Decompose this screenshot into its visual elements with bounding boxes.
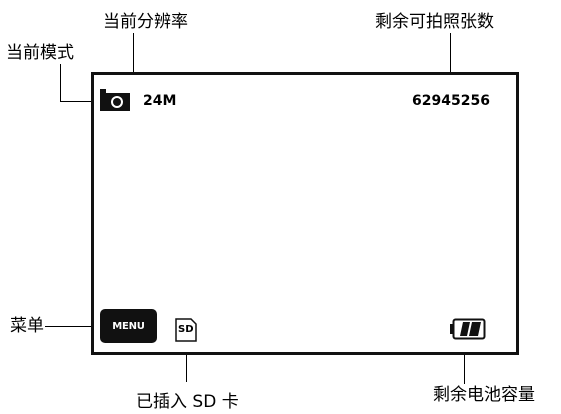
leader-line-menu: [45, 326, 100, 327]
menu-button[interactable]: MENU: [100, 309, 157, 343]
sd-card-label: SD: [178, 324, 194, 335]
battery-icon: [450, 318, 486, 340]
camera-screen: [91, 72, 519, 355]
camera-icon: [100, 89, 130, 111]
leader-line-remaining-shots: [450, 33, 451, 90]
sd-card-icon: SD: [175, 318, 197, 342]
leader-line-mode-vertical: [60, 64, 61, 102]
menu-button-label: MENU: [112, 320, 145, 332]
callout-remaining-shots: 剩余可拍照张数: [375, 12, 494, 32]
callout-battery: 剩余电池容量: [433, 385, 535, 405]
leader-line-battery: [464, 343, 465, 384]
battery-level-bar: [469, 322, 481, 336]
callout-mode: 当前模式: [6, 43, 74, 63]
resolution-value: 24M: [143, 93, 177, 109]
callout-resolution: 当前分辨率: [103, 12, 188, 32]
callout-menu: 菜单: [10, 316, 44, 336]
battery-level-bar: [460, 322, 470, 336]
leader-line-resolution: [133, 33, 134, 91]
shots-remaining-value: 62945256: [412, 93, 490, 109]
leader-line-sd: [186, 344, 187, 382]
callout-sd-inserted: 已插入 SD 卡: [136, 392, 239, 412]
leader-line-mode-horizontal: [60, 101, 100, 102]
